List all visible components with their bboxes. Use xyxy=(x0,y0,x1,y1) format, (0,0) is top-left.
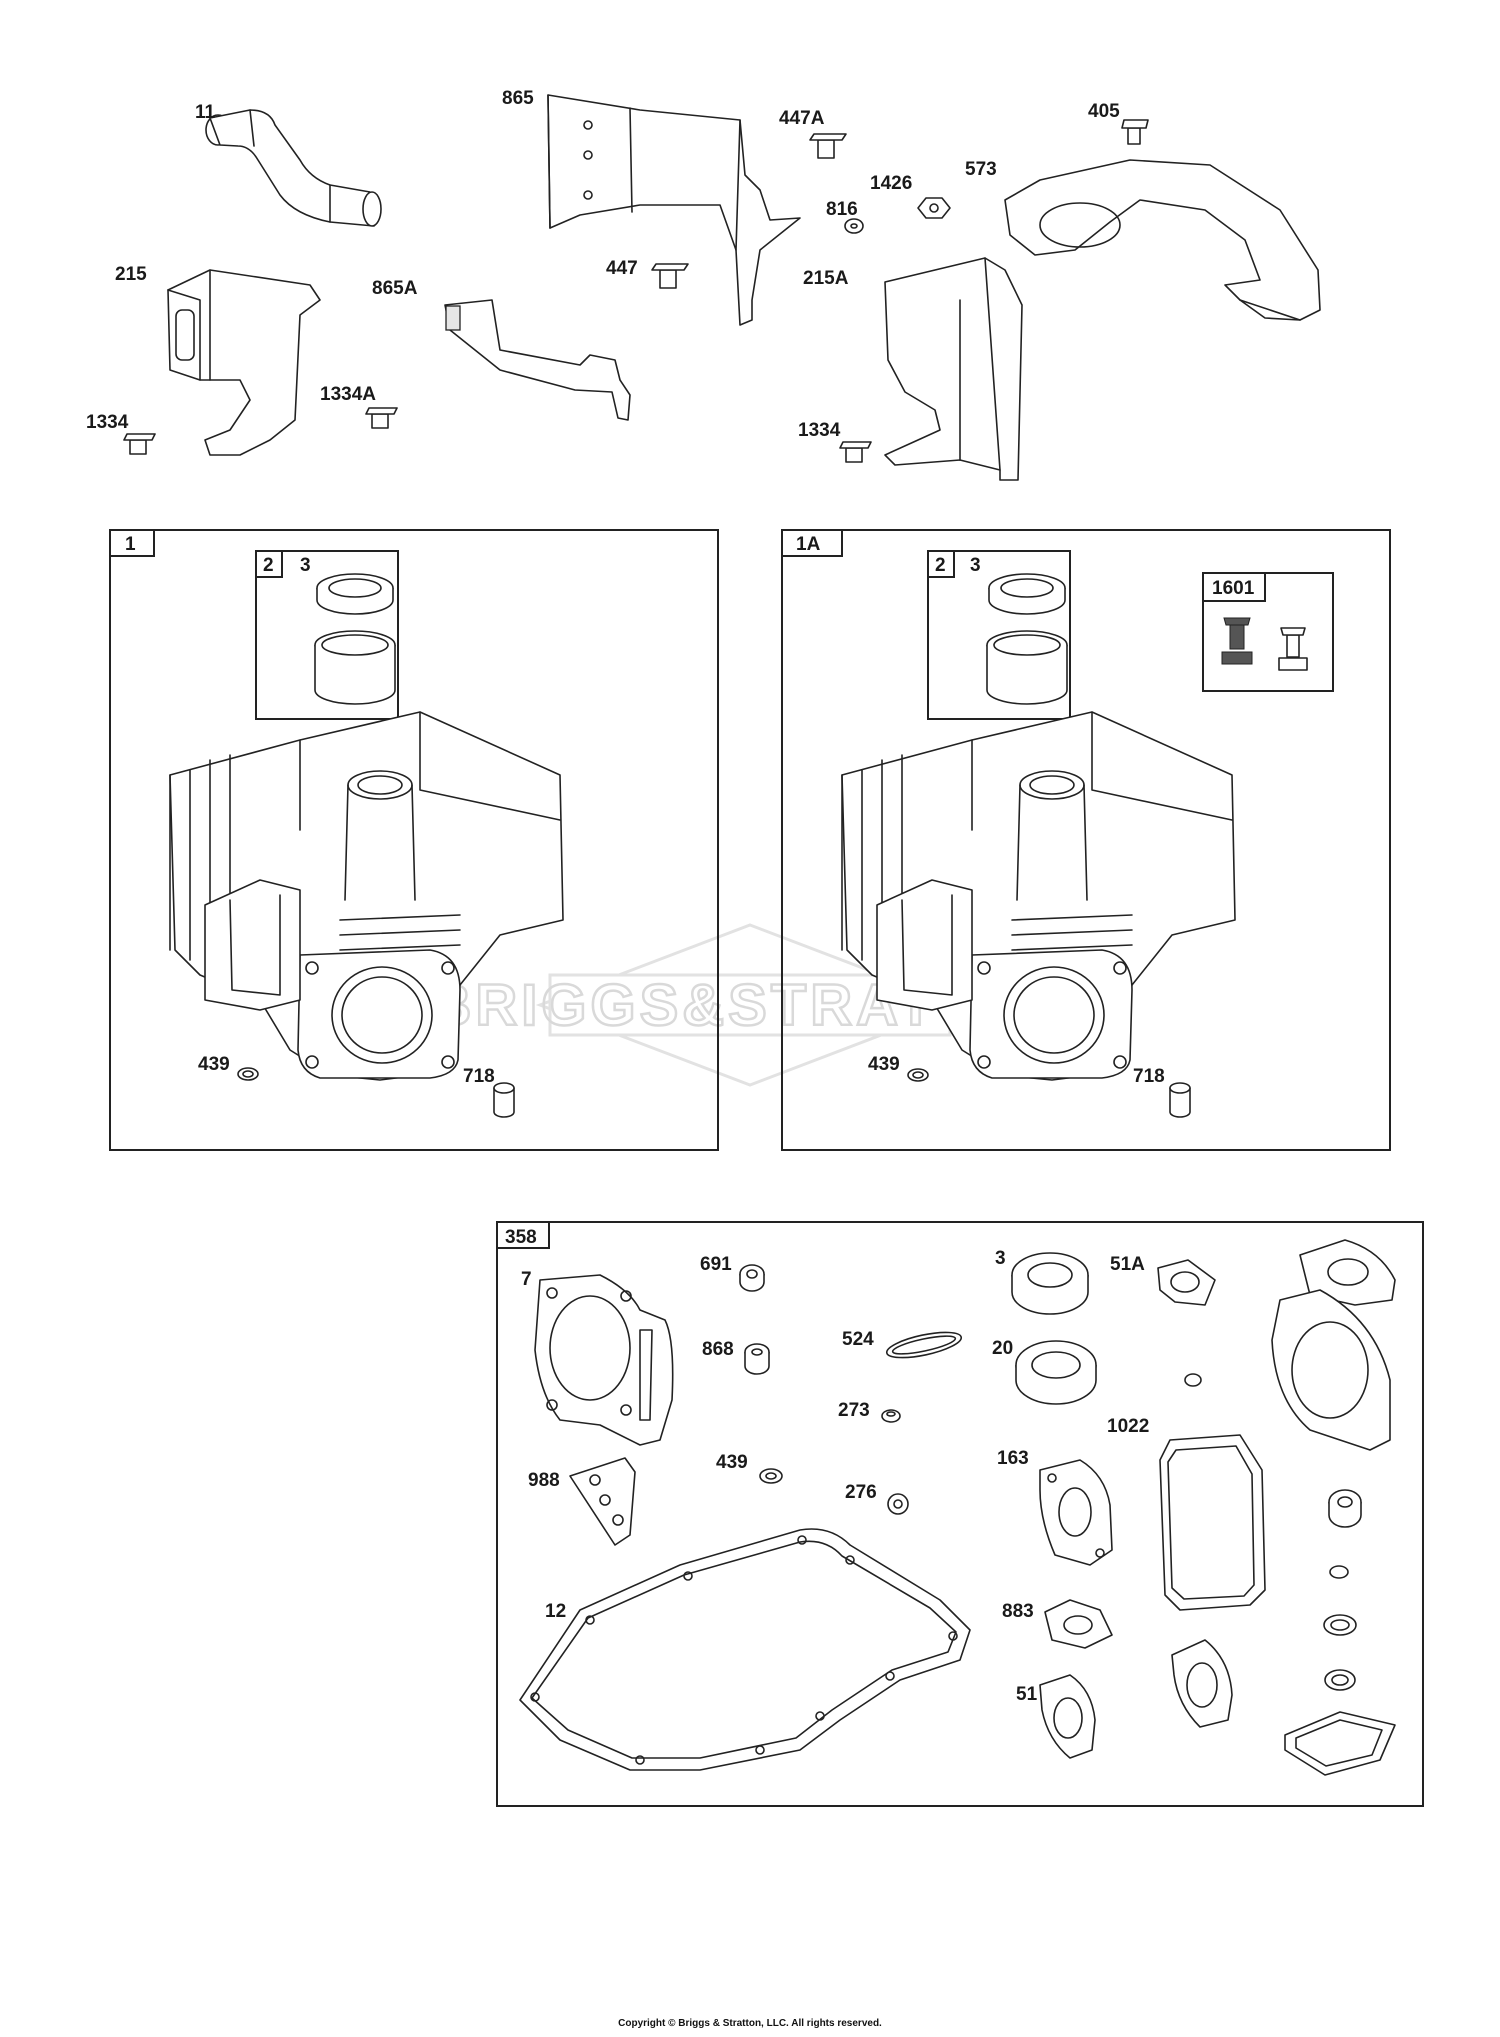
label-1426: 1426 xyxy=(870,173,912,194)
label-11: 11 xyxy=(195,102,216,123)
label-865A: 865A xyxy=(372,278,418,299)
part-865-shroud[interactable] xyxy=(547,94,801,326)
part-1334A-bolt[interactable] xyxy=(365,407,398,429)
part-3-seal-box1[interactable] xyxy=(316,573,394,615)
part-447-bolt[interactable] xyxy=(651,263,689,289)
label-273: 273 xyxy=(838,1400,870,1421)
part-7-head-gasket[interactable] xyxy=(534,1274,674,1446)
part-439-oring-box1[interactable] xyxy=(237,1067,259,1081)
part-163-gasket[interactable] xyxy=(1039,1459,1113,1566)
part-51A-gasket[interactable] xyxy=(1157,1259,1216,1306)
part-20-seal[interactable] xyxy=(1015,1340,1097,1405)
part-573-blower-housing[interactable] xyxy=(1004,159,1321,321)
box-1-number: 1 xyxy=(125,534,136,555)
engine-block-box1[interactable] xyxy=(169,711,564,1081)
part-12-crankcase-gasket[interactable] xyxy=(519,1528,971,1771)
label-3-gasket-set: 3 xyxy=(995,1248,1006,1269)
part-718-dowel-box1A[interactable] xyxy=(1169,1082,1191,1118)
label-1334-left: 1334 xyxy=(86,412,129,433)
engine-block-box1A[interactable] xyxy=(841,711,1236,1081)
label-51A: 51A xyxy=(1110,1254,1145,1275)
box-1A-number: 1A xyxy=(796,534,821,555)
copyright-notice: Copyright © Briggs & Stratton, LLC. All … xyxy=(618,2018,882,2029)
part-439-oring-box1A[interactable] xyxy=(907,1068,929,1082)
part-1022-gasket[interactable] xyxy=(1159,1434,1266,1611)
part-691-seal[interactable] xyxy=(739,1264,765,1292)
label-1334A: 1334A xyxy=(320,384,376,405)
label-691: 691 xyxy=(700,1254,732,1275)
part-3-seal-box1A[interactable] xyxy=(988,573,1066,615)
part-215A-shroud[interactable] xyxy=(884,257,1023,481)
label-163: 163 xyxy=(997,1448,1029,1469)
label-1022: 1022 xyxy=(1107,1416,1149,1437)
box-1-cylinder-assembly: 1 2 xyxy=(109,529,719,1151)
box-1A-cylinder-assembly: 1A 2 1601 xyxy=(781,529,1391,1151)
part-816-washer[interactable] xyxy=(844,218,864,234)
part-988-gasket[interactable] xyxy=(569,1457,636,1546)
part-718-dowel-box1[interactable] xyxy=(493,1082,515,1118)
label-276: 276 xyxy=(845,1482,877,1503)
box-1601-number: 1601 xyxy=(1212,578,1255,599)
part-439-oring-gasket-set[interactable] xyxy=(759,1468,783,1484)
label-51: 51 xyxy=(1016,1684,1038,1705)
part-bushing-box1[interactable] xyxy=(314,630,396,705)
part-273-seal[interactable] xyxy=(881,1409,901,1423)
part-215-shroud[interactable] xyxy=(167,269,321,456)
label-816: 816 xyxy=(826,199,858,220)
box-358-gasket-set: 358 xyxy=(496,1221,1424,1807)
label-868: 868 xyxy=(702,1339,734,1360)
part-51-gasket[interactable] xyxy=(1039,1674,1096,1759)
part-bushing-box1A[interactable] xyxy=(986,630,1068,705)
box-358-number: 358 xyxy=(505,1227,537,1248)
part-1601-bolt-dark[interactable] xyxy=(1221,617,1253,665)
label-718-box1A: 718 xyxy=(1133,1066,1165,1087)
label-12: 12 xyxy=(545,1601,566,1622)
label-215: 215 xyxy=(115,264,147,285)
part-524-oring[interactable] xyxy=(885,1327,963,1362)
label-3-box1: 3 xyxy=(300,555,311,576)
part-883-gasket[interactable] xyxy=(1044,1599,1113,1649)
part-405-bolt[interactable] xyxy=(1121,119,1149,145)
part-11-breather-tube[interactable] xyxy=(205,109,382,227)
box-1A-sub-number: 2 xyxy=(935,555,946,576)
label-439-box1A: 439 xyxy=(868,1054,900,1075)
label-718-box1: 718 xyxy=(463,1066,495,1087)
box-1-sub-number: 2 xyxy=(263,555,274,576)
label-3-box1A: 3 xyxy=(970,555,981,576)
label-20: 20 xyxy=(992,1338,1013,1359)
label-573: 573 xyxy=(965,159,997,180)
part-276-washer[interactable] xyxy=(887,1493,909,1515)
part-1601-bolt-light[interactable] xyxy=(1278,627,1308,671)
label-447: 447 xyxy=(606,258,638,279)
part-1426-nut[interactable] xyxy=(917,197,951,219)
label-1334-right: 1334 xyxy=(798,420,841,441)
label-524: 524 xyxy=(842,1329,874,1350)
part-3-seal-gasket-set[interactable] xyxy=(1011,1252,1089,1315)
label-7: 7 xyxy=(521,1269,532,1290)
label-883: 883 xyxy=(1002,1601,1034,1622)
label-215A: 215A xyxy=(803,268,849,289)
part-1334-bolt-left[interactable] xyxy=(123,433,156,455)
part-1334-bolt-right[interactable] xyxy=(839,441,872,463)
label-865: 865 xyxy=(502,88,534,109)
part-868-valve-seal[interactable] xyxy=(744,1343,770,1375)
label-447A: 447A xyxy=(779,108,825,129)
label-988: 988 xyxy=(528,1470,560,1491)
label-405: 405 xyxy=(1088,101,1120,122)
part-447A-bolt[interactable] xyxy=(809,133,847,159)
right-column-gaskets[interactable] xyxy=(1171,1239,1396,1776)
label-439-box1: 439 xyxy=(198,1054,230,1075)
label-439-gasket-set: 439 xyxy=(716,1452,748,1473)
part-865A-bracket[interactable] xyxy=(444,299,631,421)
